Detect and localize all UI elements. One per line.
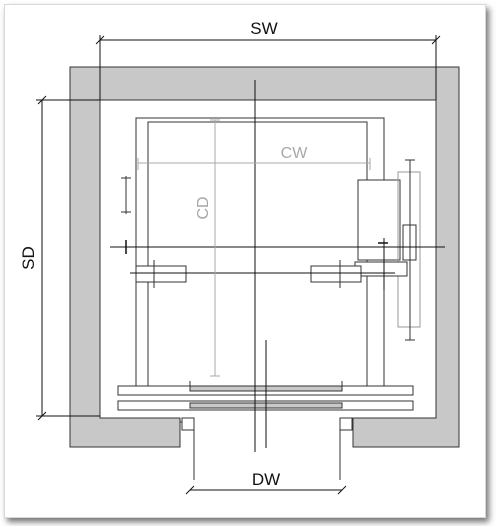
label-cd: CD: [195, 196, 212, 219]
axis-lines: [110, 80, 445, 452]
dim-sw: [95, 35, 441, 100]
dim-cw: [137, 158, 371, 170]
dim-sd: [36, 95, 100, 421]
label-cw: CW: [281, 145, 309, 162]
cab-outline: [135, 117, 385, 387]
counterweight-assembly: [354, 159, 421, 341]
label-sd: SD: [19, 246, 38, 270]
dim-cd: [210, 119, 220, 377]
guide-rail-right: [310, 260, 362, 288]
label-sw: SW: [250, 19, 277, 38]
door-opening: [180, 417, 353, 480]
label-dw: DW: [252, 470, 280, 489]
dim-dw: [185, 485, 347, 495]
axis-ticks: [125, 240, 388, 254]
guide-rail-left: [121, 176, 187, 288]
